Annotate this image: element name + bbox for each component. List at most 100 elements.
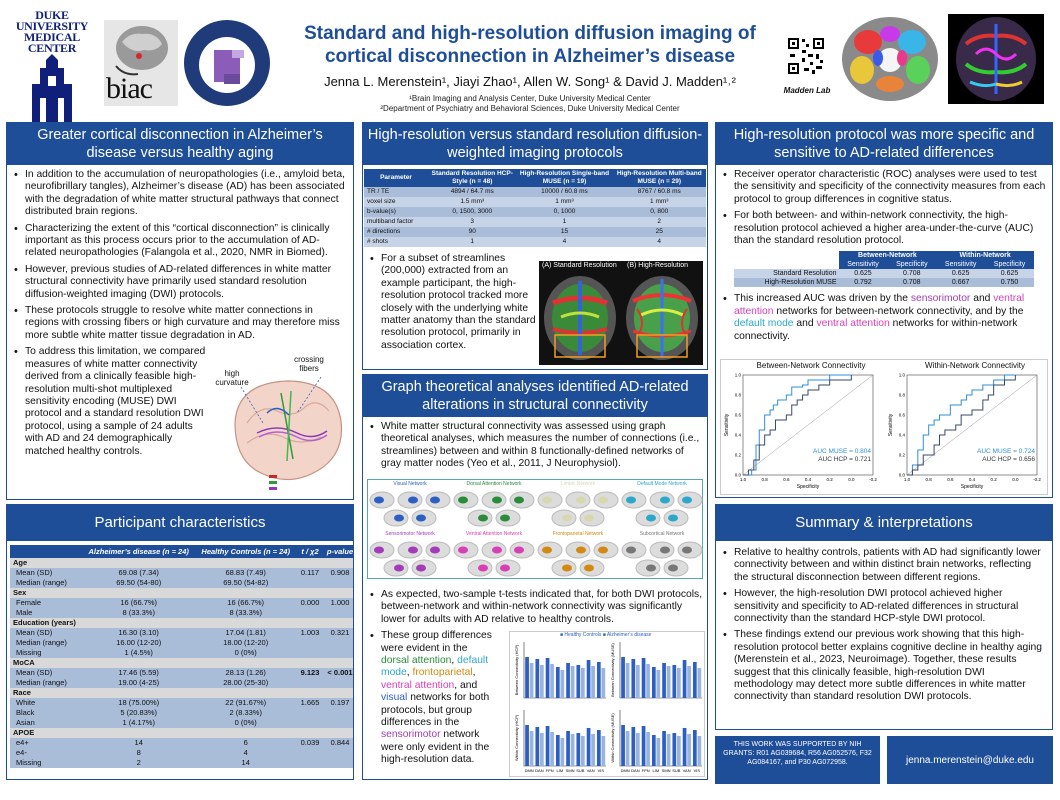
table-cell: 10000 / 60.8 ms [516, 187, 613, 197]
title-line-2: cortical disconnection in Alzheimer’s di… [324, 46, 736, 67]
bar [692, 730, 697, 766]
bar [525, 725, 529, 766]
qr-code-icon[interactable] [786, 36, 826, 76]
bar [666, 734, 671, 766]
bar-tick-label: SMN [662, 768, 671, 773]
bar [545, 726, 550, 766]
brain-surface-icon [453, 541, 535, 577]
roc-x-tick: 1.0 [740, 477, 747, 482]
bar [656, 738, 661, 766]
network-cell: Dorsal Attention Network [452, 480, 536, 530]
table-cell: 8767 / 60.8 ms [612, 187, 706, 197]
bullet-item: However, the high-resolution DWI protoco… [722, 588, 1046, 625]
bar-tick-label: LIM [557, 768, 564, 773]
bar [545, 658, 550, 698]
table-cell: 1.665 [296, 698, 324, 708]
table-cell: 0.625 [985, 269, 1034, 279]
table-cell: MoCA [10, 658, 82, 668]
network-cell: Frontoparietal Network [536, 530, 620, 580]
bar [651, 667, 656, 698]
bar [692, 662, 697, 698]
network-default-mode: default mode [734, 318, 794, 330]
contact-email[interactable]: jenna.merenstein@duke.edu [887, 736, 1053, 784]
table-cell: 0, 1500, 3000 [428, 207, 517, 217]
network-ventral-attention: ventral attention [381, 679, 455, 691]
roc-x-label: Specificity [961, 484, 984, 490]
bar [566, 731, 570, 766]
bar-y-label: Within Connectivity (MUSE) [610, 713, 615, 763]
roc-auc-label: AUC HCP = 0.656 [982, 456, 1035, 463]
poster-title: Standard and high-resolution diffusion i… [280, 22, 780, 68]
bar [682, 728, 687, 766]
table-section-row: Education (years) [10, 618, 353, 628]
table-cell: # directions [364, 227, 428, 237]
roc-x-tick: 0.8 [762, 477, 769, 482]
table-cell: e4- [10, 748, 82, 758]
table-cell: Education (years) [10, 618, 82, 628]
table-cell [296, 648, 324, 658]
bar [666, 666, 671, 698]
table-cell: 0.321 [324, 628, 353, 638]
table-cell: 69.50 (54-82) [195, 578, 296, 588]
bar [625, 663, 630, 698]
table-cell: 28.00 (25-30) [195, 678, 296, 688]
brain-surface-icon [537, 541, 619, 577]
table-cell [324, 748, 353, 758]
bullet-item: This increased AUC was driven by the sen… [722, 293, 1046, 343]
bullet-list: Receiver operator characteristic (ROC) a… [716, 165, 1052, 247]
table-cell: 1.5 mm³ [428, 197, 517, 207]
table-cell: 0.000 [296, 598, 324, 608]
bullet-list: As expected, two-sample t-tests indicate… [363, 585, 707, 771]
table-cell: 1 [516, 217, 613, 227]
table-header: Alzheimer’s disease (n = 24) [82, 545, 196, 558]
puzzle-head-icon [187, 23, 267, 103]
table-cell [296, 728, 324, 738]
affiliation-2: ²Department of Psychiatry and Behavioral… [380, 104, 680, 113]
table-cell: 0, 800 [612, 207, 706, 217]
bar [580, 668, 585, 698]
network-sensorimotor: sensorimotor [910, 293, 971, 305]
table-cell: 68.83 (7.49) [195, 568, 296, 578]
bar [580, 736, 585, 766]
table-subheader: Sensitivity [838, 260, 888, 270]
roc-curve [743, 375, 852, 476]
bar [535, 659, 540, 698]
text-segment: network were only evident in the high-re… [381, 729, 490, 766]
roc-figure: Between-Network Connectivity Within-Netw… [720, 359, 1048, 495]
network-label: Sensorimotor Network [385, 531, 435, 537]
table-row: Median (range)19.00 (4-25)28.00 (25-30) [10, 678, 353, 688]
table-cell: 28.13 (1.26) [195, 668, 296, 678]
roc-auc-label: AUC MUSE = 0.804 [813, 448, 871, 455]
network-cell: Visual Network [368, 480, 452, 530]
roc-x-tick: -0.2 [869, 477, 877, 482]
table-section-row: Age [10, 558, 353, 568]
table-cell [296, 688, 324, 698]
table-cell [324, 658, 353, 668]
bar [591, 734, 595, 766]
text-segment: These group differences were evident in … [381, 630, 492, 654]
bar [682, 660, 687, 698]
table-row: High-Resolution MUSE 0.792 0.708 0.667 0… [734, 278, 1034, 288]
table-cell [195, 688, 296, 698]
table-header: t / χ2 [296, 545, 324, 558]
table-cell [324, 688, 353, 698]
table-cell [296, 618, 324, 628]
brain-atlas-image [838, 14, 942, 104]
brain-surface-icon [453, 491, 535, 527]
bar [586, 728, 591, 766]
bullet-item: These protocols struggle to resolve whit… [13, 305, 347, 342]
table-cell: 0.667 [936, 278, 986, 288]
table-section-row: APOE [10, 728, 353, 738]
bar-tick-label: VIS [598, 768, 605, 773]
bar-tick-label: DAN [535, 768, 544, 773]
table-subheader: Sensitivity [936, 260, 986, 270]
table-subheader: Specificity [887, 260, 937, 270]
panel-title: Graph theoretical analyses identified AD… [363, 375, 707, 417]
affiliations: ¹Brain Imaging and Analysis Center, Duke… [280, 94, 780, 114]
roc-x-tick: 0.8 [926, 477, 933, 482]
bar [687, 734, 691, 766]
bar-tick-label: FPN [546, 768, 554, 773]
funding-box: THIS WORK WAS SUPPORTED BY NIH GRANTS: R… [715, 736, 880, 784]
